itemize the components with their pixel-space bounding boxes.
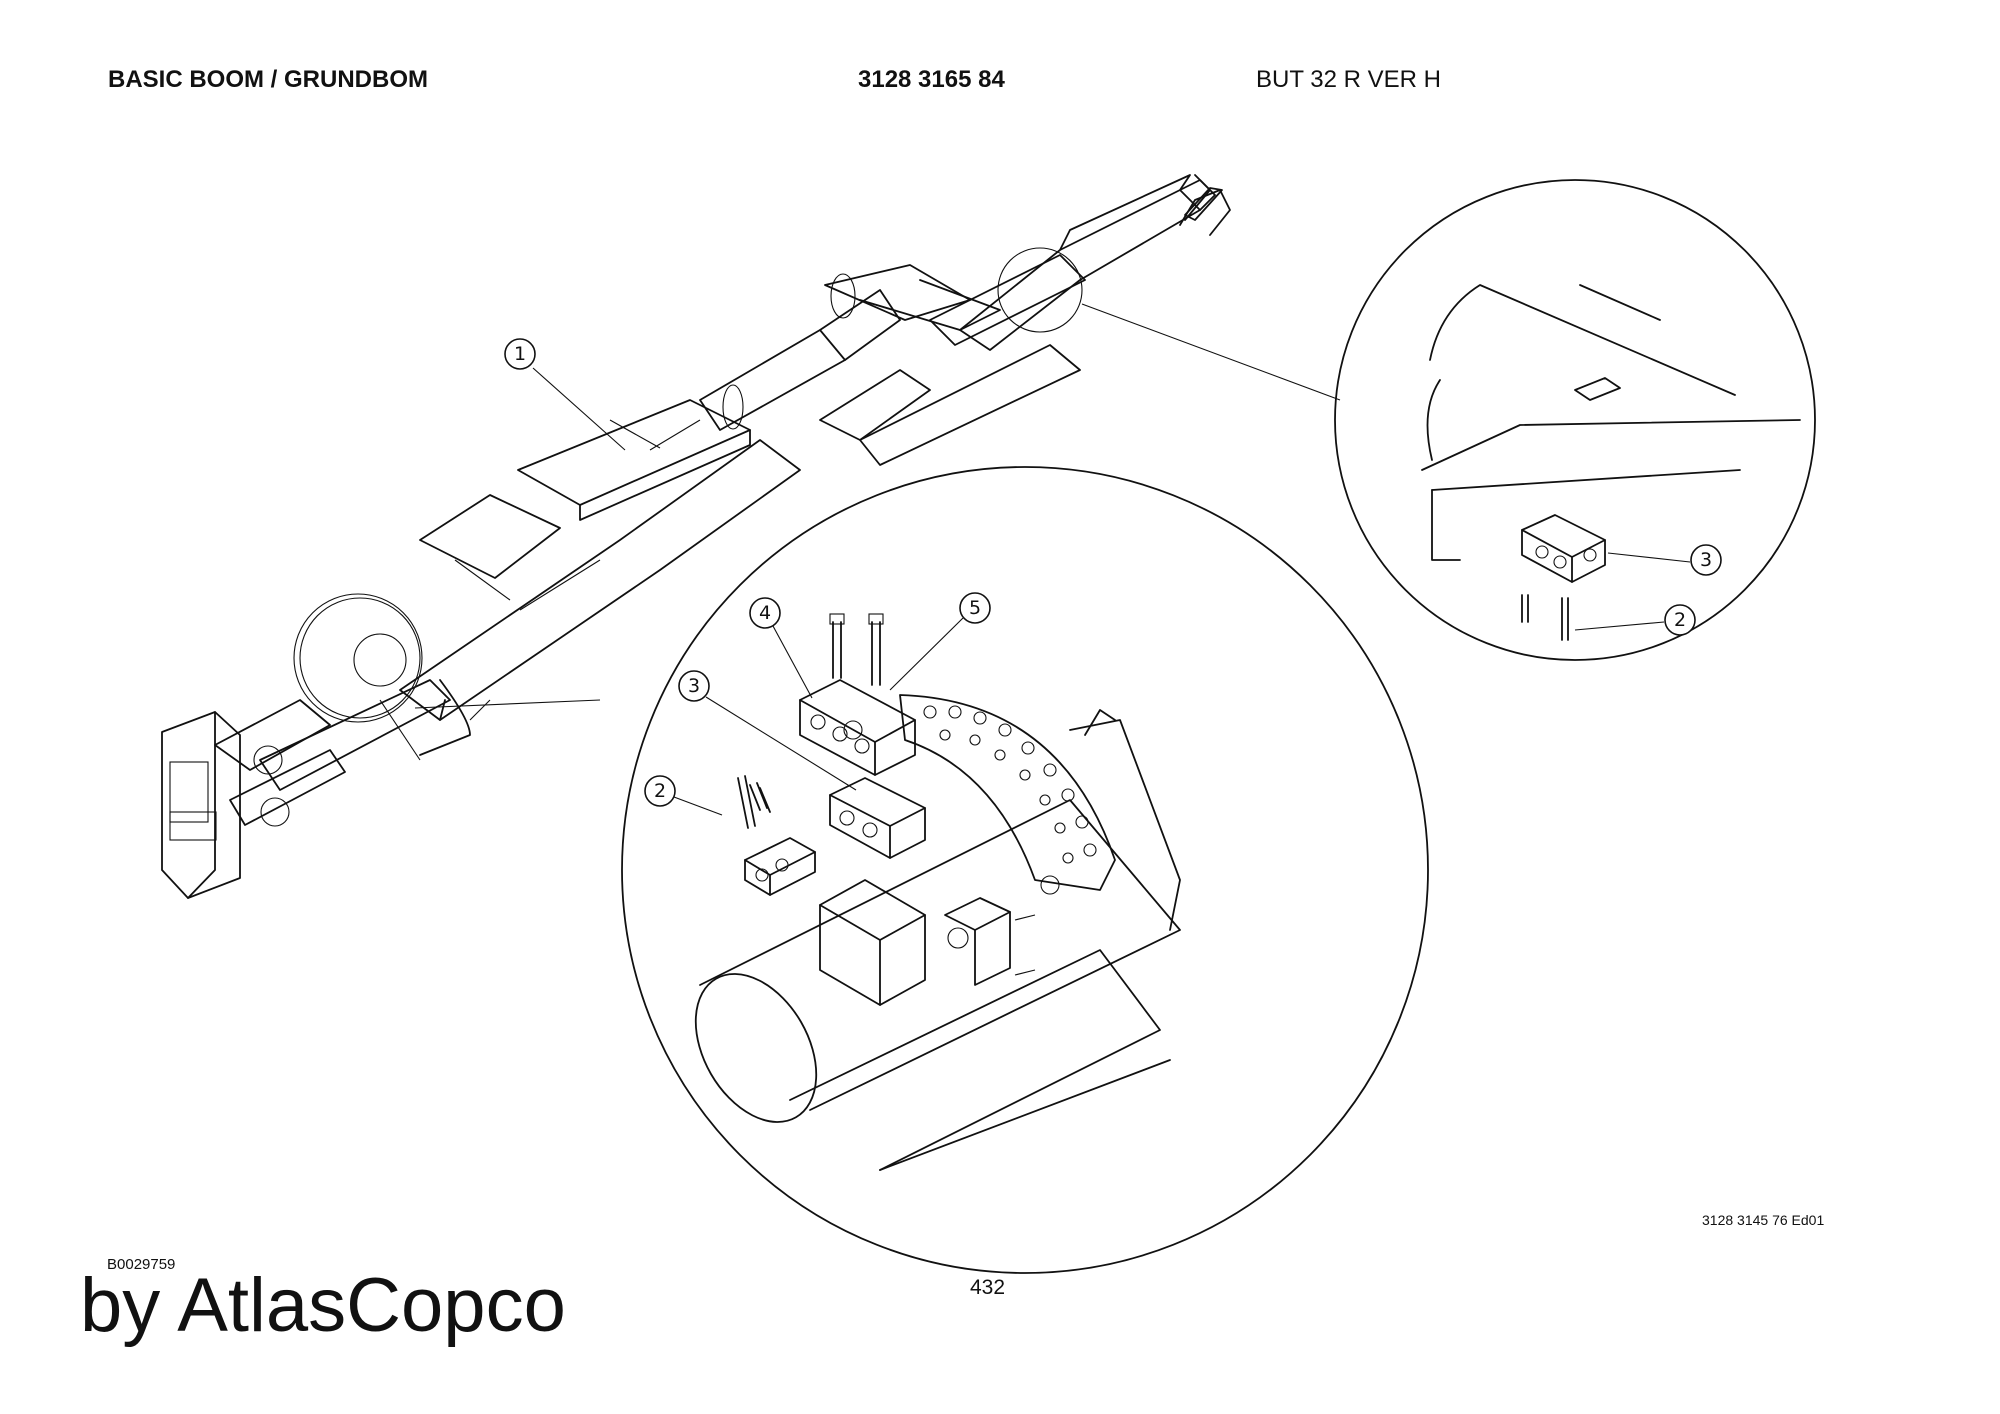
page-number: 432 — [970, 1276, 1006, 1299]
part-number: 3128 3165 84 — [858, 66, 1005, 93]
boom-assembly — [161, 174, 1231, 899]
callout-2-right-label: 2 — [1674, 609, 1686, 631]
zoom-marker-left — [293, 593, 423, 723]
callout-4: 4 — [749, 597, 813, 699]
callout-5: 5 — [889, 592, 991, 691]
callout-2-center-label: 2 — [654, 780, 666, 802]
callout-3-center: 3 — [678, 670, 857, 791]
b-number: B0029759 — [107, 1256, 176, 1273]
callout-3-right-label: 3 — [1700, 549, 1712, 571]
model-designation: BUT 32 R VER H — [1256, 66, 1441, 93]
callout-2-right: 2 — [1574, 604, 1696, 636]
callout-3-right: 3 — [1607, 544, 1722, 576]
brand-text: by AtlasCopco — [80, 1263, 566, 1348]
zoom-marker-right — [997, 247, 1083, 333]
callout-1-label: 1 — [514, 343, 526, 365]
drawing-reference: 3128 3145 76 Ed01 — [1702, 1212, 1825, 1228]
page-title: BASIC BOOM / GRUNDBOM — [108, 66, 428, 93]
detail-view-right — [1334, 179, 1816, 661]
callout-1: 1 — [504, 338, 626, 451]
callout-5-label: 5 — [969, 597, 981, 619]
callout-3-center-label: 3 — [688, 675, 700, 697]
callout-4-label: 4 — [759, 602, 771, 624]
callout-2-center: 2 — [644, 775, 723, 816]
flange-holes — [923, 705, 1097, 864]
detail-view-center — [621, 466, 1429, 1274]
